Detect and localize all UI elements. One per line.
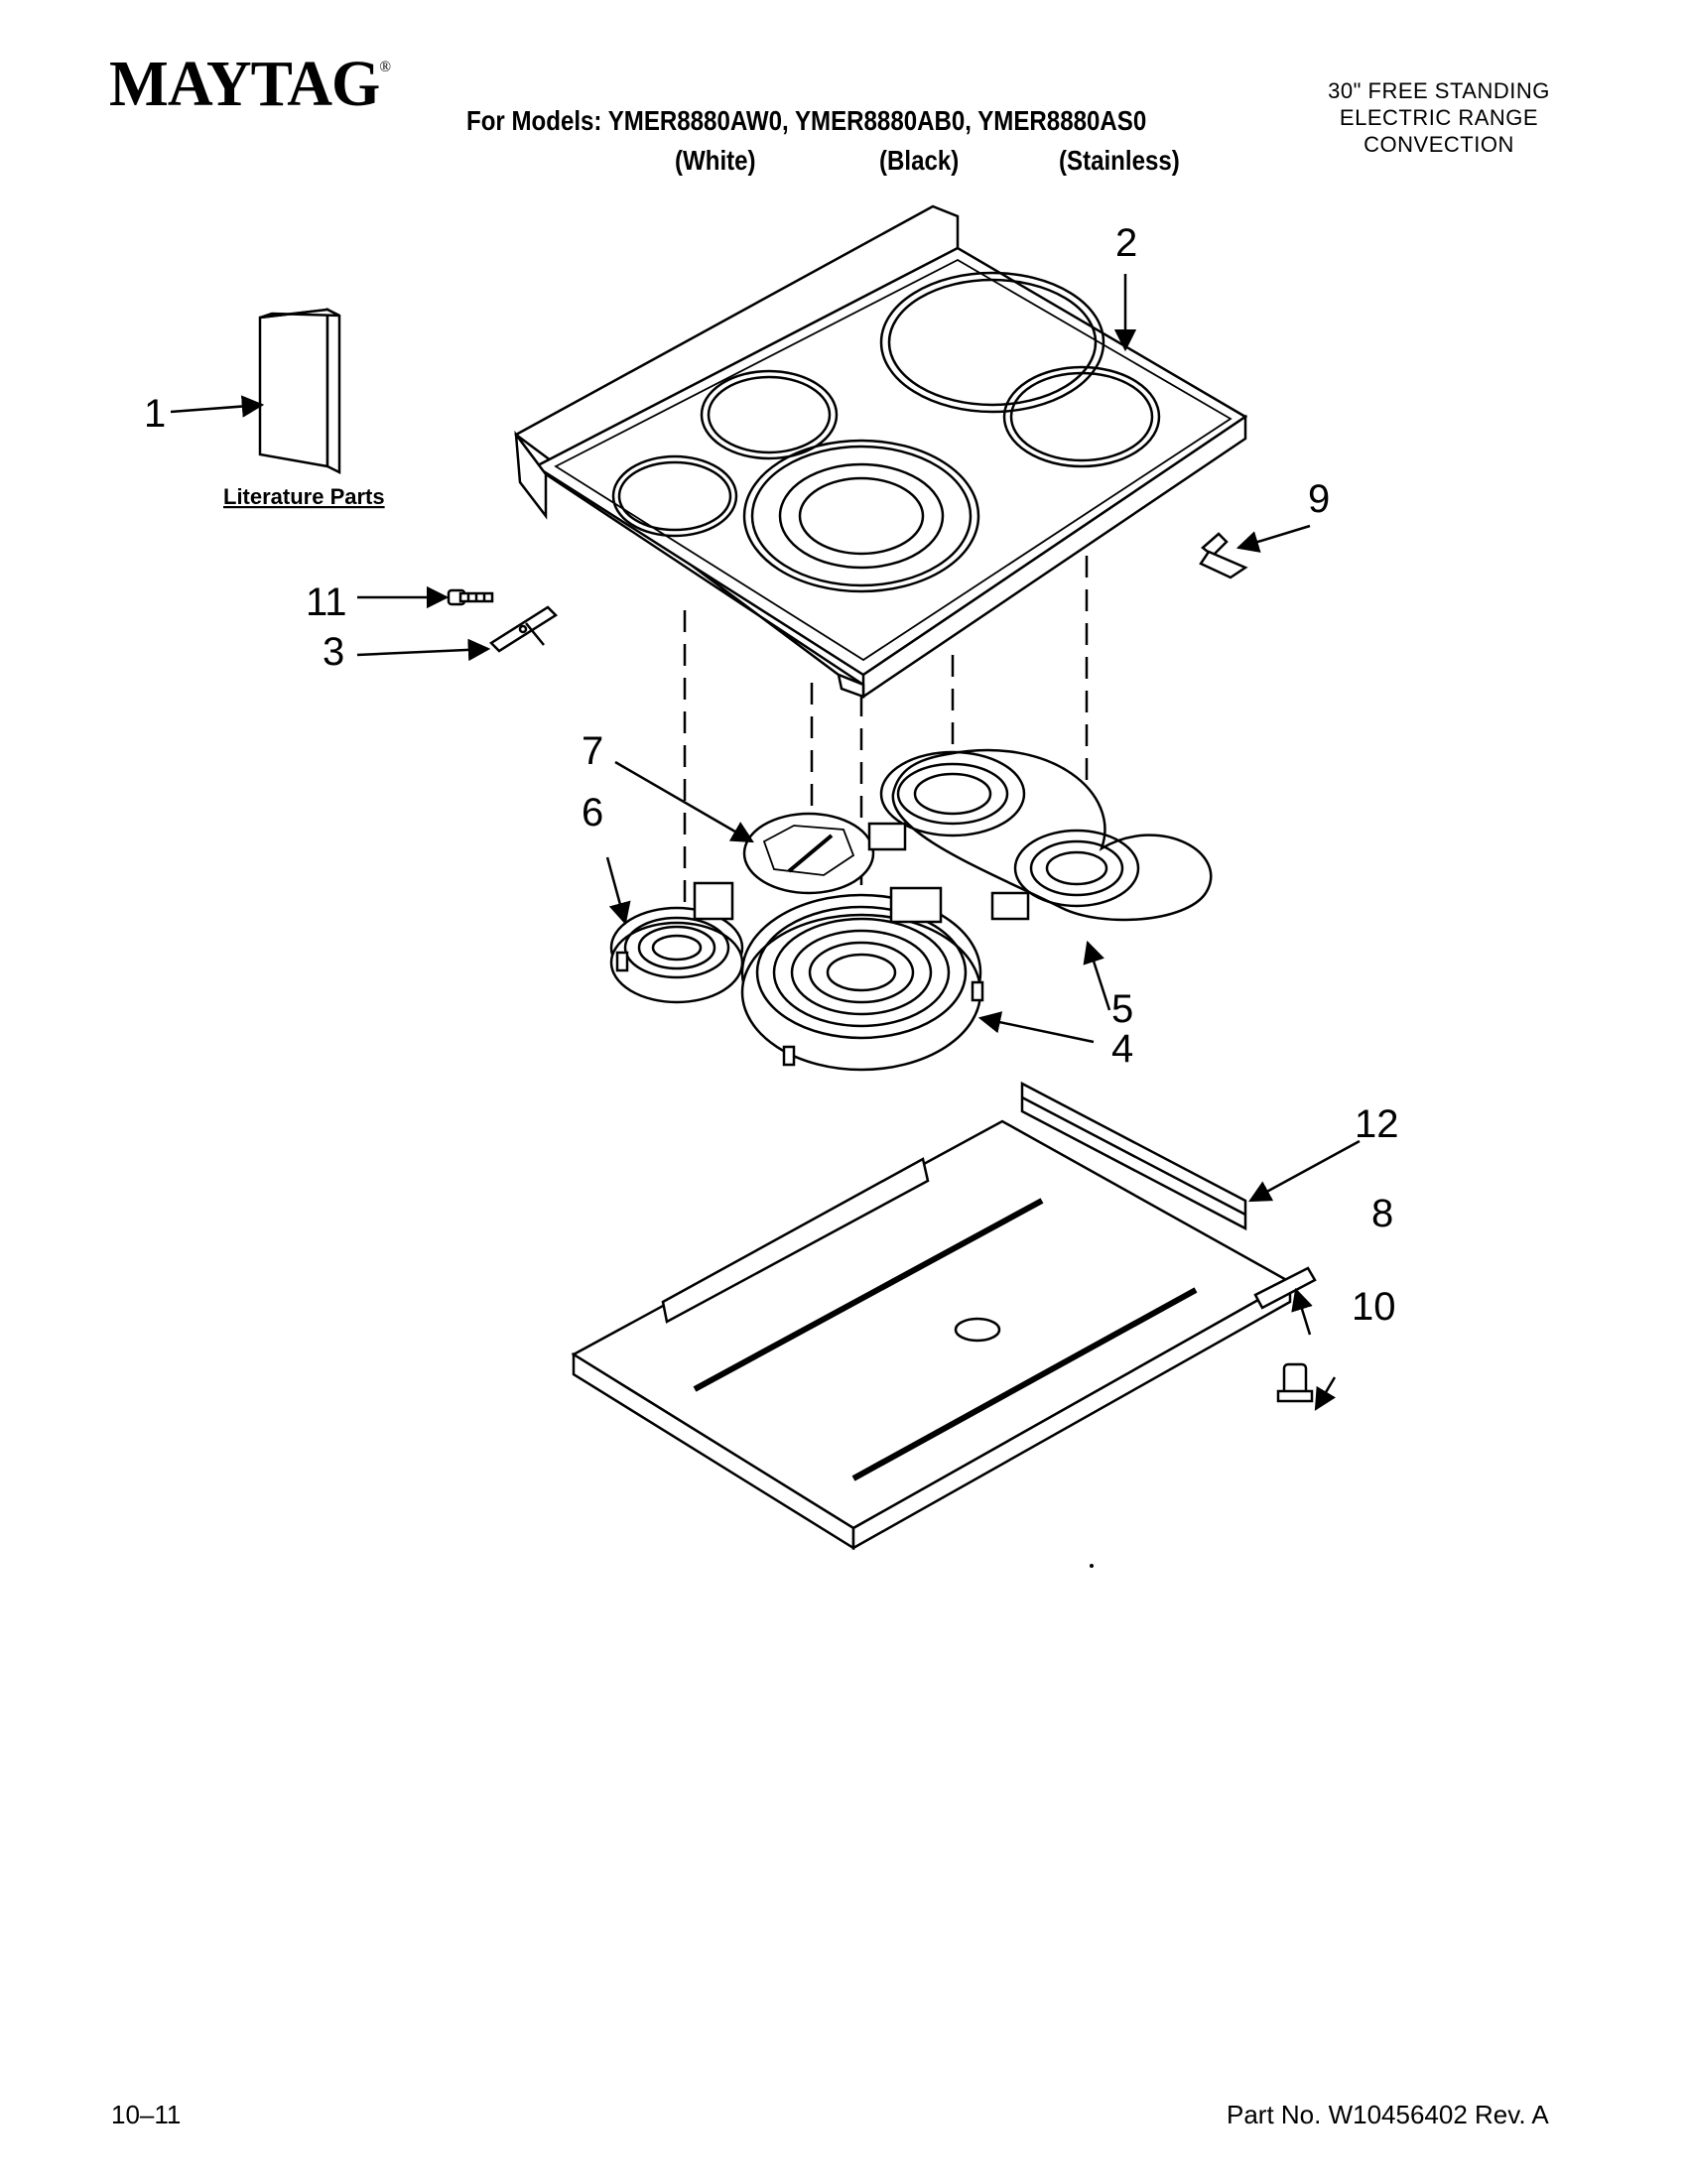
- revision-date: 10–11: [111, 2100, 182, 2129]
- product-line-2: ELECTRIC RANGE: [1339, 105, 1539, 130]
- large-radiant-element: [740, 886, 984, 1072]
- callout-5: 5: [1111, 987, 1133, 1031]
- callout-2: 2: [1115, 221, 1137, 265]
- callout-1: 1: [144, 392, 166, 436]
- registered-mark: ®: [379, 59, 391, 75]
- rear-strip: [1020, 1081, 1247, 1231]
- callout-11: 11: [306, 580, 347, 624]
- brand-name: MAYTAG: [109, 48, 380, 120]
- callout-labels: 1 2 3 4 5 6 7 8 9 10 11 12 Literature Pa…: [144, 221, 1399, 1329]
- small-radiant-element: [609, 881, 744, 1004]
- callout-4: 4: [1111, 1027, 1133, 1071]
- literature-parts-label: Literature Parts: [223, 484, 385, 509]
- models-line: For Models: YMER8880AW0, YMER8880AB0, YM…: [466, 105, 1147, 136]
- callout-7: 7: [582, 729, 603, 773]
- brand-logo: MAYTAG®: [109, 52, 391, 117]
- literature-booklet: [258, 307, 341, 475]
- stray-dot: [1090, 1564, 1094, 1568]
- callout-8: 8: [1371, 1192, 1393, 1235]
- screw: [447, 588, 494, 606]
- callout-10: 10: [1352, 1285, 1396, 1329]
- product-line-3: CONVECTION: [1363, 132, 1514, 157]
- dual-radiant-element: [867, 748, 1213, 922]
- side-bracket: [1253, 1266, 1317, 1310]
- product-line-1: 30" FREE STANDING: [1328, 78, 1550, 103]
- callout-9: 9: [1308, 477, 1330, 521]
- variant-black: (Black): [879, 145, 960, 176]
- cooktop-glass: [514, 204, 1248, 700]
- burner-ring: [611, 271, 1161, 593]
- product-description: 30" FREE STANDING ELECTRIC RANGE CONVECT…: [1290, 77, 1588, 158]
- variant-stainless: (Stainless): [1059, 145, 1180, 176]
- part-number: Part No. W10456402 Rev. A: [1227, 2100, 1549, 2129]
- bracket-clip: [489, 605, 558, 653]
- callout-6: 6: [582, 791, 603, 835]
- support-pan: [571, 1119, 1293, 1551]
- spring-clip: [1199, 532, 1248, 579]
- variant-white: (White): [675, 145, 756, 176]
- base-screw: [1276, 1362, 1314, 1403]
- limiter-plate: [742, 812, 875, 895]
- callout-12: 12: [1355, 1102, 1399, 1146]
- callout-3: 3: [323, 630, 344, 674]
- callout-leaders: [170, 274, 1361, 1411]
